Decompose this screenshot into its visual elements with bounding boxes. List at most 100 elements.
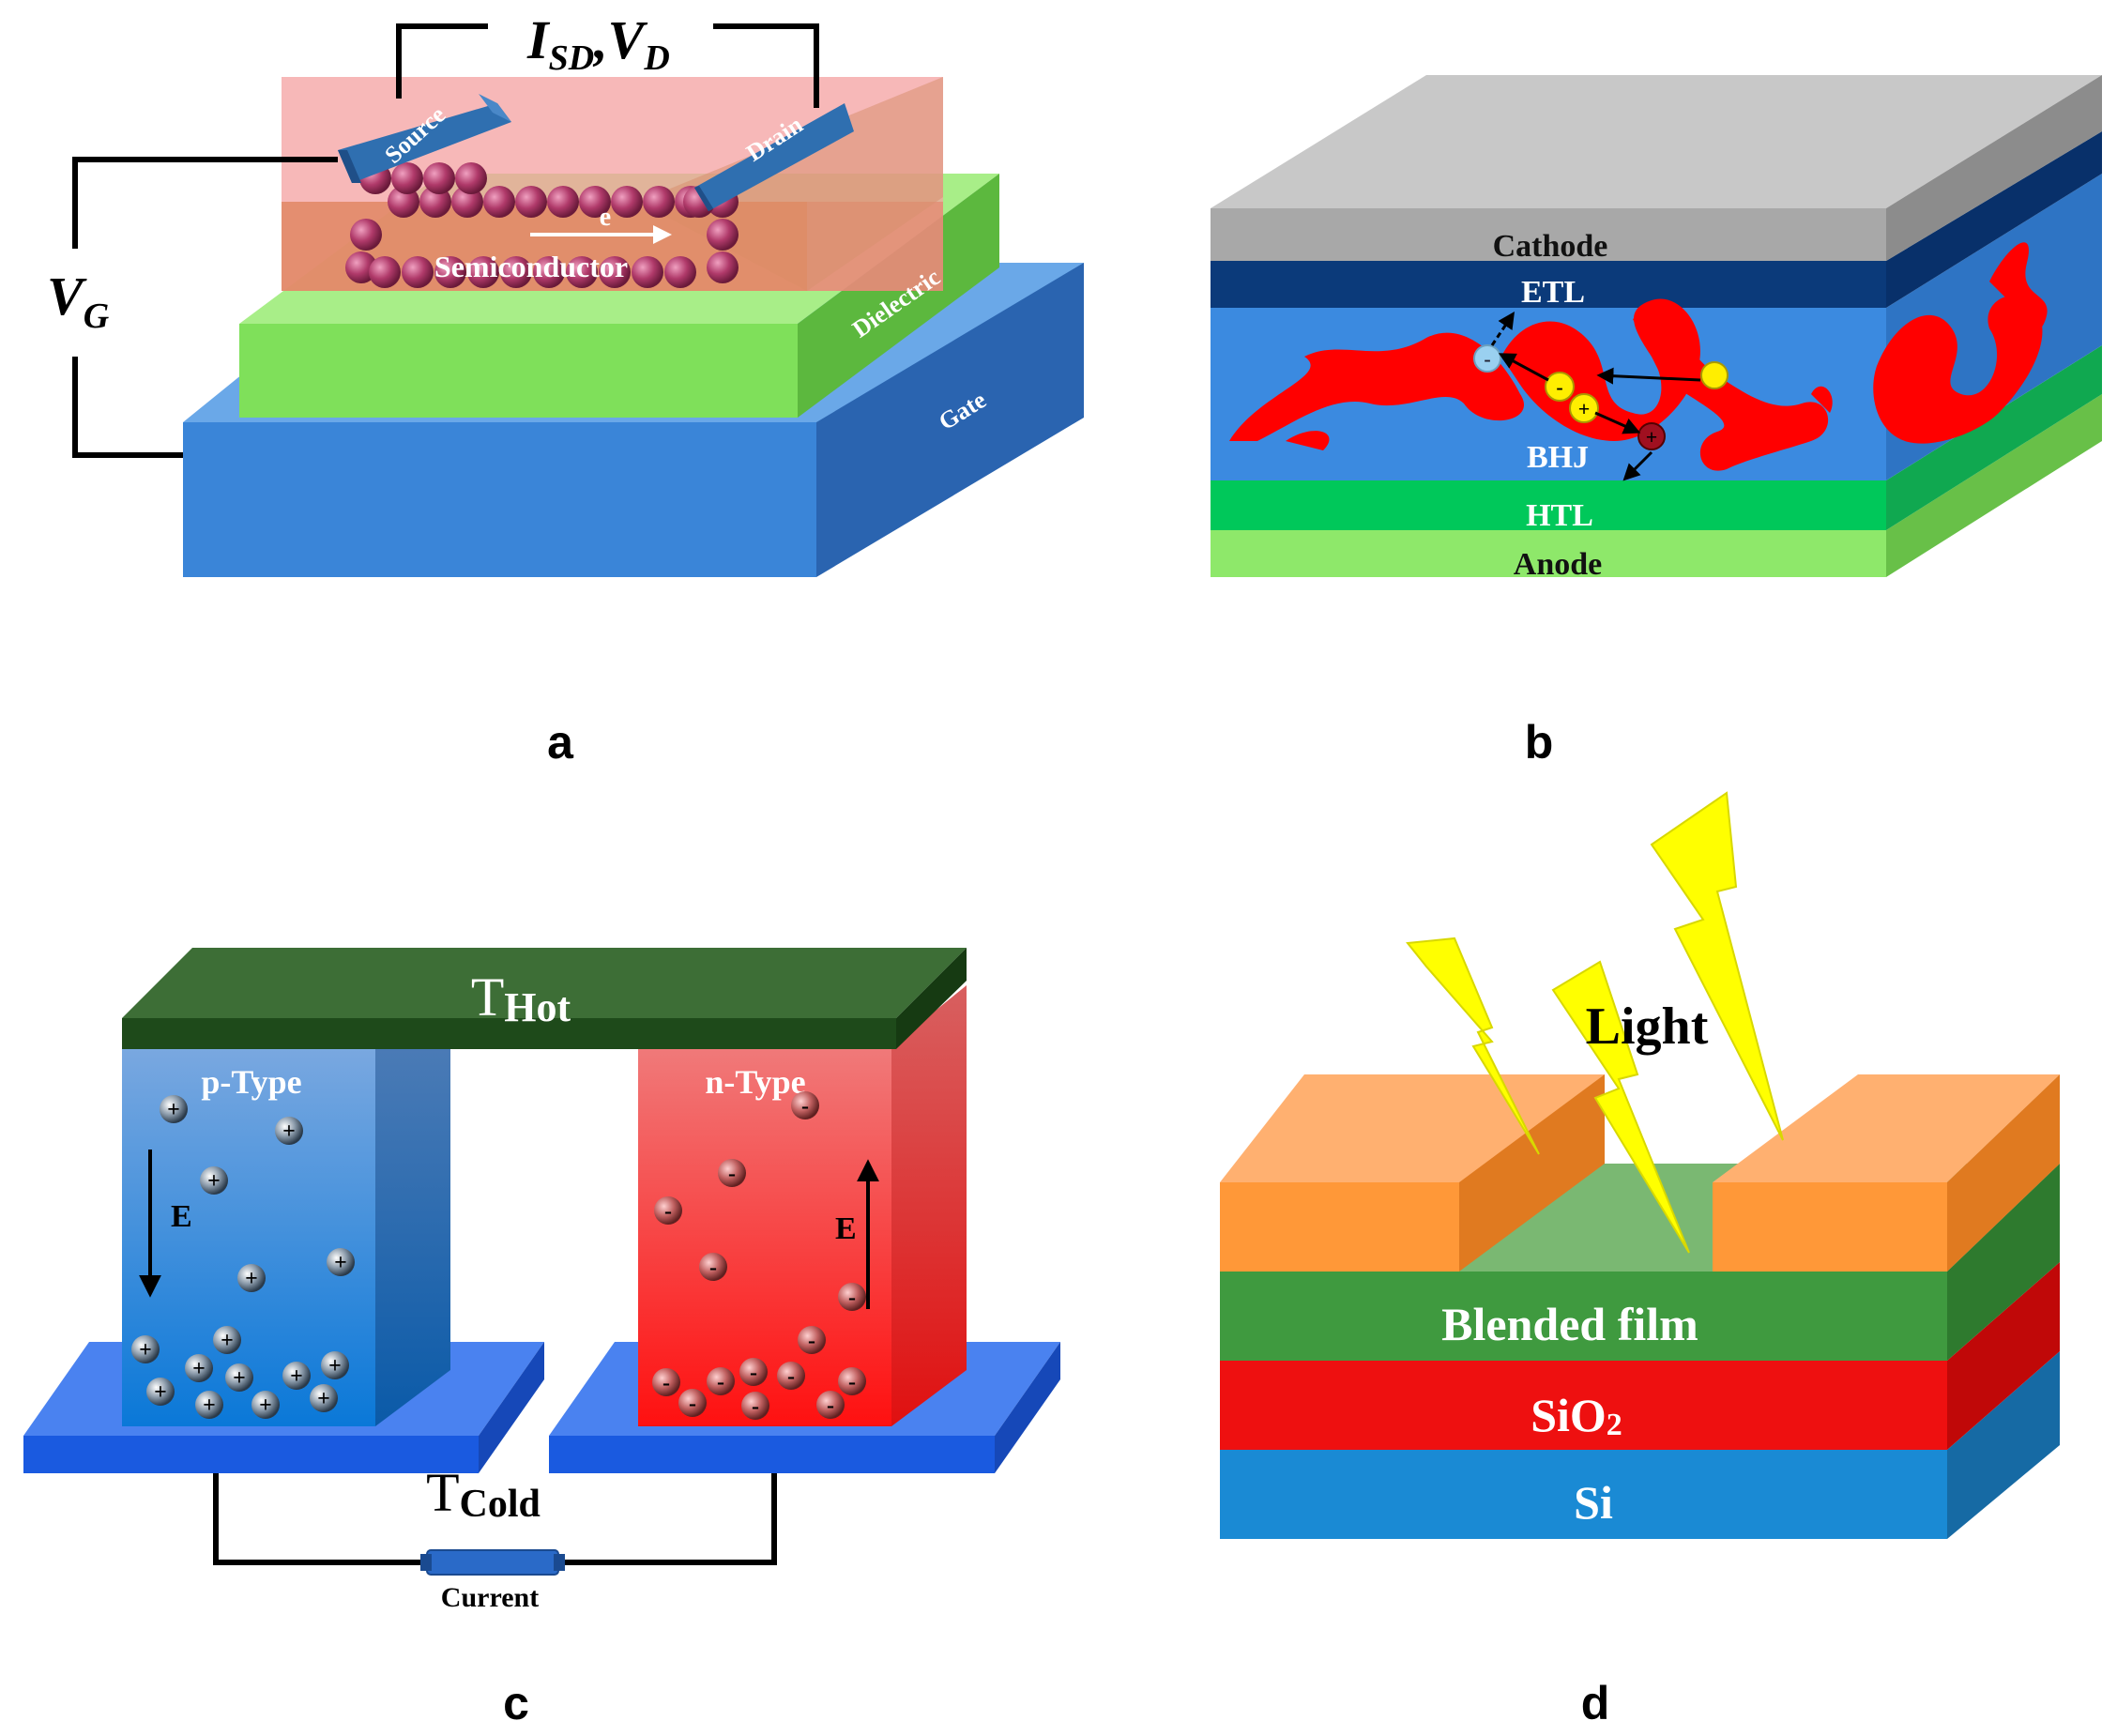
panel-d-letter: d [1581,1677,1610,1729]
semiconductor-bead [579,186,611,218]
lightning-bolt-right [1650,791,1784,1141]
hole-carrier-sign: + [207,1169,221,1194]
gate-voltage-symbol: V [47,266,87,327]
anode-label: Anode [1514,547,1602,582]
hole-carrier [213,1326,241,1354]
semiconductor-bead [455,162,487,194]
hole-carrier [327,1248,355,1276]
drain-source-wire [396,23,488,99]
etl-layer [1211,131,2102,308]
semiconductor-bead [500,256,532,288]
hole-carrier-sign: + [290,1364,303,1389]
electron-carrier-sign: - [787,1364,795,1389]
hole-carrier [310,1384,338,1412]
hole-carrier-sign: + [233,1366,246,1391]
semiconductor-molecules [345,162,739,288]
semiconductor-bead [423,162,455,194]
exciton-plus-sign: + [1578,397,1591,420]
electron-carrier [838,1283,866,1311]
current-resistor [426,1549,559,1576]
panel-b-letter: b [1525,716,1554,769]
hole-carrier [131,1335,160,1363]
hot-label: THot [471,967,571,1030]
si-label: Si [1574,1476,1613,1529]
semiconductor-bead [643,186,675,218]
hole-carriers: +++++++++++++++ [131,1095,355,1419]
hole-carrier [1637,422,1666,450]
semiconductor-bead [369,256,401,288]
electron-carrier [777,1362,805,1390]
resistor-cap-left [420,1554,432,1571]
hot-subscript: Hot [504,984,571,1030]
lightning-bolt-middle [1551,960,1690,1254]
panel-a-letter: a [547,716,574,769]
gate-voltage-label: VG [47,266,110,336]
right-contact [1713,1074,2060,1272]
semiconductor-bead [533,256,565,288]
label-separator: , [592,9,608,70]
semiconductor-bead [467,256,499,288]
hole-carrier-sign: + [154,1380,167,1405]
electron-carrier-sign: - [663,1371,670,1395]
cathode-label: Cathode [1493,229,1608,264]
semiconductor-label: Semiconductor [434,250,628,283]
electron-carrier-sign: - [848,1286,856,1310]
semiconductor-bead [391,162,423,194]
electron-carrier [718,1159,746,1187]
hole-dissociation-arrow [1594,411,1641,434]
panel-d-photodetector: Light Blended film SiO2 Si d [1220,791,2060,1729]
hole-carrier [146,1378,175,1406]
current-label: Current [441,1582,539,1613]
semiconductor-bead [451,186,483,218]
electron-carrier-sign: - [717,1370,724,1394]
circuit-wire [213,1473,427,1565]
electron-carrier [741,1392,769,1420]
electron-carriers: -------------- [652,1091,866,1420]
hot-symbol: T [471,967,504,1028]
electron-transport-arrow [1490,312,1515,346]
hole-carrier [195,1391,223,1419]
hole-carrier-sign: + [203,1393,216,1418]
hole-carrier-sign: + [259,1393,272,1418]
panel-a-ofet: Source Drain e Semiconductor Dielectric … [47,9,1084,769]
electron-carrier [707,1367,735,1395]
htl-layer [1211,345,2102,530]
semiconductor-bead [707,219,739,251]
drain-electrode [694,103,854,211]
exciton-plus [1569,393,1599,423]
p-type-label: p-Type [201,1063,301,1101]
hole-carrier-sign: + [1646,425,1658,449]
hole-carrier [185,1354,213,1382]
etl-label: ETL [1521,275,1585,310]
electron-carrier-sign: - [1484,347,1490,371]
electron-carrier-sign: - [848,1370,856,1394]
panel-b-opv: - - + + Cathode ETL BHJ HTL Anode b [1211,75,2102,769]
hole-carrier-sign: + [328,1354,342,1378]
sio2-layer [1220,1262,2060,1450]
electron-carrier [652,1368,680,1396]
hole-carrier-sign: + [317,1387,330,1411]
drain-voltage-symbol: V [608,9,648,70]
electron-carrier [816,1391,845,1419]
htl-label: HTL [1526,498,1593,533]
electron-carrier [838,1367,866,1395]
p-type-leg [122,985,450,1426]
electron-carrier-sign: - [709,1256,717,1280]
cathode-layer [1211,75,2102,261]
semiconductor-bead [599,256,631,288]
resistor-cap-right [554,1554,565,1571]
hole-carrier [275,1117,303,1145]
hole-carrier-sign: + [334,1251,347,1275]
hole-carrier-sign: + [282,1119,296,1144]
exciton-migration-arrow [1596,367,1701,385]
semiconductor-bead [547,186,579,218]
electron-carrier [654,1196,682,1225]
electron-carrier-sign: - [664,1199,672,1224]
semiconductor-bead [483,186,515,218]
electron-carrier-sign: - [689,1392,696,1416]
circuit-wire-right [558,1473,777,1565]
hole-carrier-sign: + [167,1098,180,1122]
gate-wire-bottom [72,357,183,458]
p-field-label: E [171,1199,192,1234]
gate-wire [72,157,338,249]
